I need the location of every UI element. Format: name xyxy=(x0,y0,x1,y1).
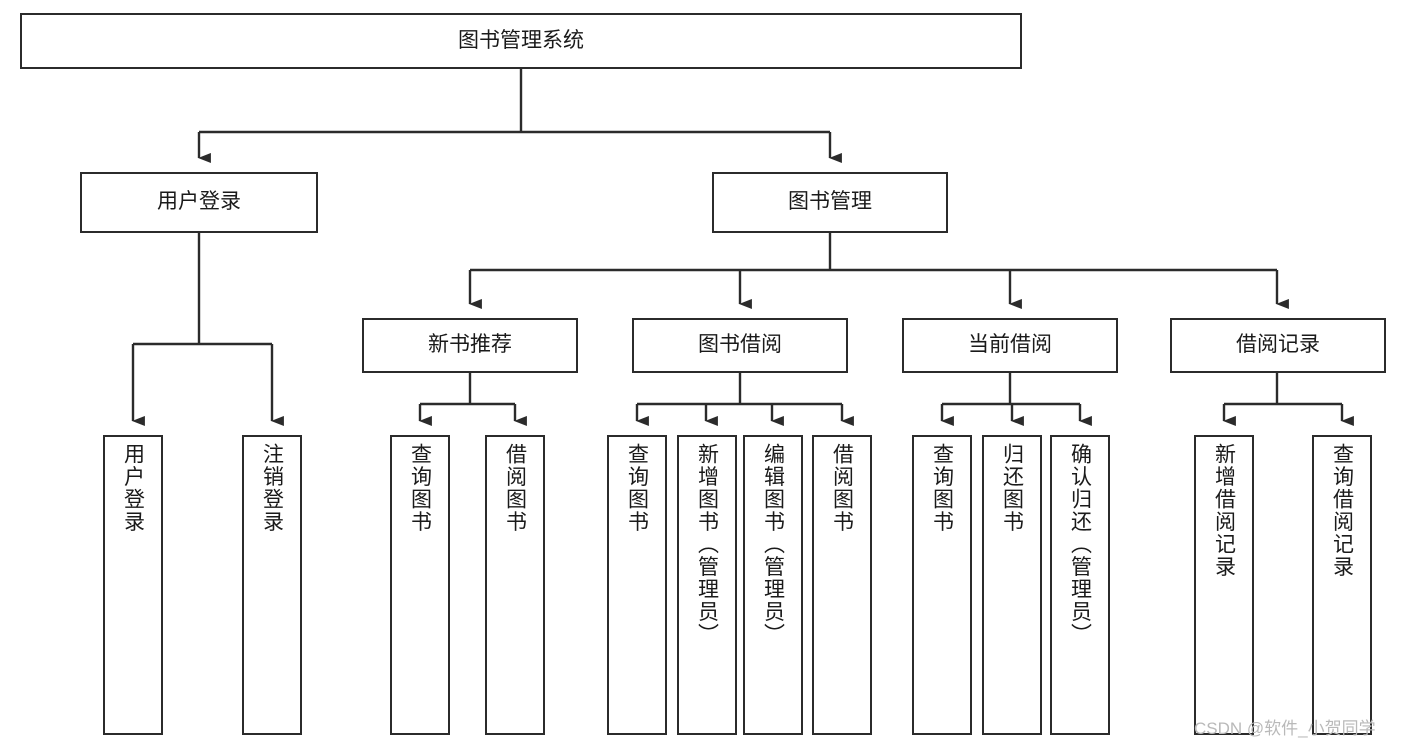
node-label: 当前借阅 xyxy=(968,333,1052,357)
node-label: 用户登录 xyxy=(157,190,241,214)
node-label: 图书管理系统 xyxy=(458,28,584,52)
leaf-current-query-book[interactable]: 查询图书 xyxy=(912,435,972,735)
node-label: 图书借阅 xyxy=(698,333,782,357)
leaf-logout[interactable]: 注销登录 xyxy=(242,435,302,735)
leaf-new-book-query[interactable]: 查询图书 xyxy=(390,435,450,735)
leaf-record-query[interactable]: 查询借阅记录 xyxy=(1312,435,1372,735)
leaf-new-book-borrow[interactable]: 借阅图书 xyxy=(485,435,545,735)
node-label: 借阅图书 xyxy=(503,443,527,533)
node-label: 查询图书 xyxy=(930,443,954,533)
node-label: 新书推荐 xyxy=(428,333,512,357)
leaf-current-return-book[interactable]: 归还图书 xyxy=(982,435,1042,735)
node-current-borrow[interactable]: 当前借阅 xyxy=(902,318,1118,373)
node-label: 新增图书（管理员） xyxy=(695,443,719,646)
node-book-management[interactable]: 图书管理 xyxy=(712,172,948,233)
node-label: 图书管理 xyxy=(788,190,872,214)
node-label: 借阅图书 xyxy=(830,443,854,533)
node-label: 编辑图书（管理员） xyxy=(761,443,785,646)
node-label: 查询借阅记录 xyxy=(1330,443,1354,578)
node-label: 确认归还（管理员） xyxy=(1068,443,1092,646)
leaf-borrow-borrow-book[interactable]: 借阅图书 xyxy=(812,435,872,735)
node-user-login[interactable]: 用户登录 xyxy=(80,172,318,233)
node-label: 用户登录 xyxy=(121,443,145,533)
node-root[interactable]: 图书管理系统 xyxy=(20,13,1022,69)
node-label: 注销登录 xyxy=(260,443,284,533)
node-book-borrow[interactable]: 图书借阅 xyxy=(632,318,848,373)
node-label: 查询图书 xyxy=(408,443,432,533)
node-label: 查询图书 xyxy=(625,443,649,533)
leaf-current-confirm-return[interactable]: 确认归还（管理员） xyxy=(1050,435,1110,735)
leaf-record-add[interactable]: 新增借阅记录 xyxy=(1194,435,1254,735)
node-label: 归还图书 xyxy=(1000,443,1024,533)
watermark: CSDN @软件_小贺同学 xyxy=(1194,719,1376,738)
leaf-borrow-add-book[interactable]: 新增图书（管理员） xyxy=(677,435,737,735)
node-new-book-recommend[interactable]: 新书推荐 xyxy=(362,318,578,373)
node-borrow-records[interactable]: 借阅记录 xyxy=(1170,318,1386,373)
leaf-user-login[interactable]: 用户登录 xyxy=(103,435,163,735)
leaf-borrow-edit-book[interactable]: 编辑图书（管理员） xyxy=(743,435,803,735)
node-label: 借阅记录 xyxy=(1236,333,1320,357)
leaf-borrow-query-book[interactable]: 查询图书 xyxy=(607,435,667,735)
node-label: 新增借阅记录 xyxy=(1212,443,1236,578)
